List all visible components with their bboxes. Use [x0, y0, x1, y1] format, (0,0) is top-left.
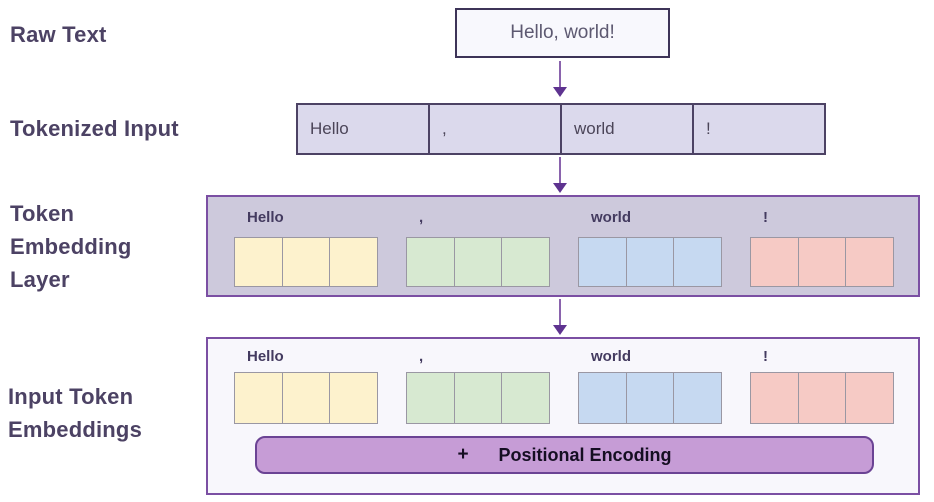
- raw-text-value: Hello, world!: [510, 22, 615, 43]
- positional-encoding-bar: + Positional Encoding: [255, 436, 874, 474]
- token-cell-hello: Hello: [298, 105, 430, 153]
- embedding-cell: [453, 372, 502, 424]
- embedding-cell: [750, 237, 798, 287]
- stage-label-raw-text: Raw Text: [10, 22, 107, 47]
- embedding-vector: [578, 372, 723, 424]
- embedding-cell: [329, 237, 379, 287]
- embedding-cell: [406, 237, 454, 287]
- embedding-cell: [797, 237, 846, 287]
- embedding-cell: [845, 372, 895, 424]
- tokenized-input-row: Hello , world !: [296, 103, 826, 155]
- down-arrow-icon: [553, 61, 567, 97]
- token-label: world: [591, 209, 631, 226]
- embedding-vector: [406, 372, 551, 424]
- embedding-cell: [501, 237, 551, 287]
- embedding-cell: [797, 372, 846, 424]
- embedding-cell: [281, 372, 330, 424]
- embedding-group-exclaim: !: [750, 339, 895, 493]
- embedding-cell: [578, 372, 626, 424]
- down-arrow-icon: [553, 157, 567, 193]
- positional-encoding-label: Positional Encoding: [498, 444, 672, 465]
- token-cell-exclaim: !: [706, 119, 711, 138]
- embedding-vector: [234, 372, 379, 424]
- embedding-vector: [750, 372, 895, 424]
- stage-label-tokenized-input: Tokenized Input: [10, 116, 179, 141]
- embedding-group-hello: Hello: [234, 197, 379, 295]
- embedding-group-world: world: [578, 197, 723, 295]
- embedding-cell: [281, 237, 330, 287]
- input-token-embeddings-box: Hello , world !: [206, 337, 920, 495]
- embedding-cell: [501, 372, 551, 424]
- embedding-group-comma: ,: [406, 339, 551, 493]
- embedding-cell: [845, 237, 895, 287]
- embedding-cell: [234, 372, 282, 424]
- embedding-cell: [673, 237, 723, 287]
- embedding-group-hello: Hello: [234, 339, 379, 493]
- down-arrow-icon: [553, 299, 567, 335]
- token-label: !: [763, 348, 768, 365]
- embedding-group-comma: ,: [406, 197, 551, 295]
- stage-label-input-token-embeddings: Input Token Embeddings: [8, 380, 142, 446]
- embedding-cell: [625, 237, 674, 287]
- token-label: ,: [419, 209, 424, 226]
- token-cell-world: world: [562, 105, 694, 153]
- embedding-vector: [406, 237, 551, 287]
- stage-label-line: Embeddings: [8, 417, 143, 442]
- embedding-vector: [750, 237, 895, 287]
- embedding-cell: [453, 237, 502, 287]
- token-label: ,: [419, 348, 424, 365]
- stage-label-line: Token: [10, 201, 75, 226]
- raw-text-box: Hello, world!: [455, 8, 670, 58]
- embedding-group-world: world: [578, 339, 723, 493]
- stage-label-line: Embedding: [10, 234, 132, 259]
- stage-label-line: Layer: [10, 267, 70, 292]
- token-label: Hello: [247, 209, 284, 226]
- token-label: !: [763, 209, 768, 226]
- embedding-cell: [578, 237, 626, 287]
- embedding-cell: [406, 372, 454, 424]
- embedding-cell: [750, 372, 798, 424]
- plus-icon: +: [457, 444, 469, 465]
- embedding-cell: [625, 372, 674, 424]
- embedding-vector: [578, 237, 723, 287]
- embedding-cell: [329, 372, 379, 424]
- stage-label-line: Input Token: [8, 384, 134, 409]
- token-cell-comma: ,: [430, 105, 562, 153]
- token-label: Hello: [247, 348, 284, 365]
- embedding-cell: [234, 237, 282, 287]
- embedding-cell: [673, 372, 723, 424]
- token-embedding-layer-box: Hello , world !: [206, 195, 920, 297]
- embedding-group-exclaim: !: [750, 197, 895, 295]
- token-label: world: [591, 348, 631, 365]
- embedding-vector: [234, 237, 379, 287]
- stage-label-token-embedding-layer: Token Embedding Layer: [10, 197, 132, 296]
